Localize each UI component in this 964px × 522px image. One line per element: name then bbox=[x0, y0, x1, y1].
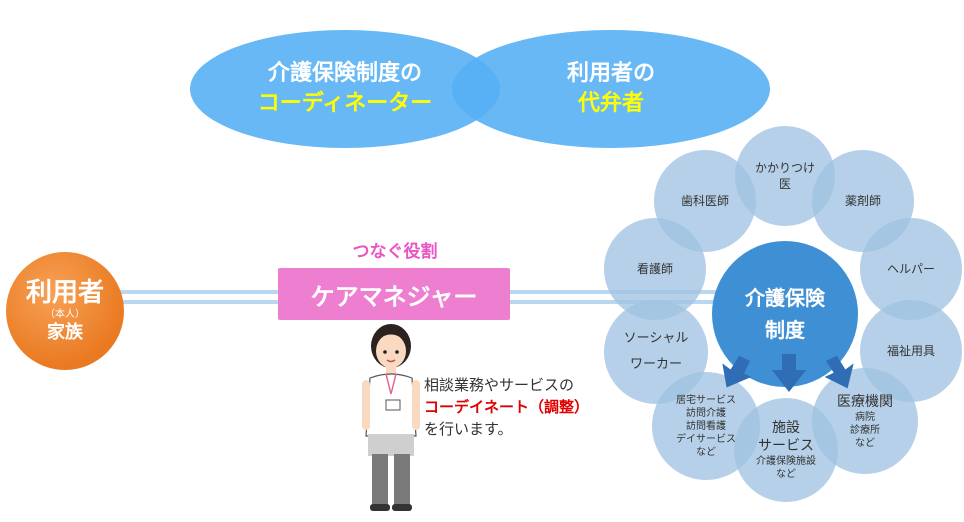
nurse-label: 看護師 bbox=[636, 262, 673, 276]
coordinator-line1: 介護保険制度の bbox=[267, 61, 422, 86]
social-worker-line2: ワーカー bbox=[629, 357, 682, 372]
down-arrow-icon bbox=[772, 354, 806, 392]
medical-line2: 診療所 bbox=[850, 424, 880, 436]
left-connector-bottom bbox=[120, 300, 280, 304]
coordinator-line2: コーディネーター bbox=[257, 91, 433, 116]
welfare-equipment-label: 福祉用具 bbox=[886, 344, 935, 358]
dentist-label: 歯科医師 bbox=[680, 194, 729, 208]
caremanager-box: ケアマネジャー bbox=[278, 268, 510, 320]
center-line2: 制度 bbox=[765, 318, 805, 342]
home-line5: など bbox=[696, 446, 716, 458]
home-line4: デイサービス bbox=[676, 433, 736, 445]
facility-line4: など bbox=[776, 469, 796, 480]
advocate-line2: 代弁者 bbox=[577, 91, 644, 116]
helper-label: ヘルパー bbox=[886, 262, 935, 276]
down-arrow-icon bbox=[722, 355, 752, 388]
user-sub-label: （本人） bbox=[45, 308, 85, 320]
caremanager-description: 相談業務やサービスの コーデイネート（調整） を行います。 bbox=[424, 374, 589, 440]
social-worker-line1: ソーシャル bbox=[623, 331, 689, 346]
home-line1: 居宅サービス bbox=[676, 394, 736, 406]
connecting-role-label: つなぐ役割 bbox=[352, 242, 438, 262]
down-arrows bbox=[722, 354, 854, 392]
medical-line3: など bbox=[855, 437, 875, 449]
advocate-line1: 利用者の bbox=[566, 61, 655, 86]
home-line2: 訪問介護 bbox=[686, 407, 726, 419]
coordinator-ellipse: 介護保険制度の コーディネーター bbox=[190, 30, 500, 148]
left-connector-top bbox=[120, 290, 280, 294]
family-doctor-line2: 医 bbox=[778, 177, 791, 191]
center-line1: 介護保険 bbox=[745, 286, 825, 310]
welfare-equipment-circle: 福祉用具 bbox=[860, 300, 962, 402]
medical-institution-circle: 医療機関 病院 診療所 など bbox=[812, 368, 918, 474]
user-label: 利用者 bbox=[25, 277, 104, 308]
right-connector-bottom bbox=[508, 300, 718, 304]
home-line3: 訪問看護 bbox=[686, 420, 726, 432]
user-family-circle: 利用者 （本人） 家族 bbox=[6, 252, 124, 370]
facility-line2: サービス bbox=[758, 438, 814, 454]
description-line3: を行います。 bbox=[424, 420, 513, 438]
advocate-ellipse: 利用者の 代弁者 bbox=[452, 30, 770, 148]
description-line2: コーデイネート（調整） bbox=[424, 398, 590, 416]
description-line1: 相談業務やサービスの bbox=[424, 376, 575, 394]
caremanager-person-illustration bbox=[362, 324, 420, 511]
medical-title: 医療機関 bbox=[837, 393, 893, 410]
family-doctor-line1: かかりつけ bbox=[754, 161, 816, 175]
facility-line1: 施設 bbox=[772, 420, 800, 436]
down-arrow-icon bbox=[824, 355, 854, 389]
facility-line3: 介護保険施設 bbox=[756, 456, 816, 467]
family-label: 家族 bbox=[47, 321, 83, 343]
pharmacist-label: 薬剤師 bbox=[844, 194, 881, 208]
medical-line1: 病院 bbox=[855, 411, 875, 423]
